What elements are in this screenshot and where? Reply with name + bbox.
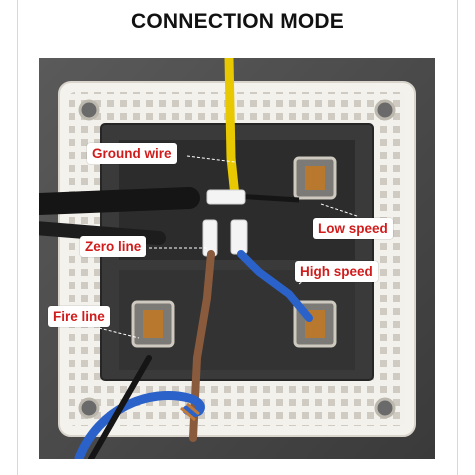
black-wire-fire [88,355,152,459]
yellow-wire [224,58,240,201]
page-title: CONNECTION MODE [131,10,344,33]
screw-hole [374,397,396,419]
screw-hole [374,99,396,121]
label-low-speed: Low speed [313,218,393,239]
copper-strands [180,402,200,422]
screw-hole [78,397,100,419]
wire-tag [206,189,246,205]
wiring-photo: Ground wire Low speed Zero line High spe… [39,58,435,459]
black-cable [39,187,200,215]
side-borders [17,0,458,475]
blue-wire-high [237,250,313,322]
screw-hole [78,99,100,121]
wire-tag [230,219,248,255]
label-ground-wire: Ground wire [87,143,177,164]
wiring-illustration [39,58,435,459]
label-fire-line: Fire line [48,306,110,327]
blue-wire-loop [74,391,205,459]
label-high-speed: High speed [295,261,378,282]
label-zero-line: Zero line [80,236,147,257]
